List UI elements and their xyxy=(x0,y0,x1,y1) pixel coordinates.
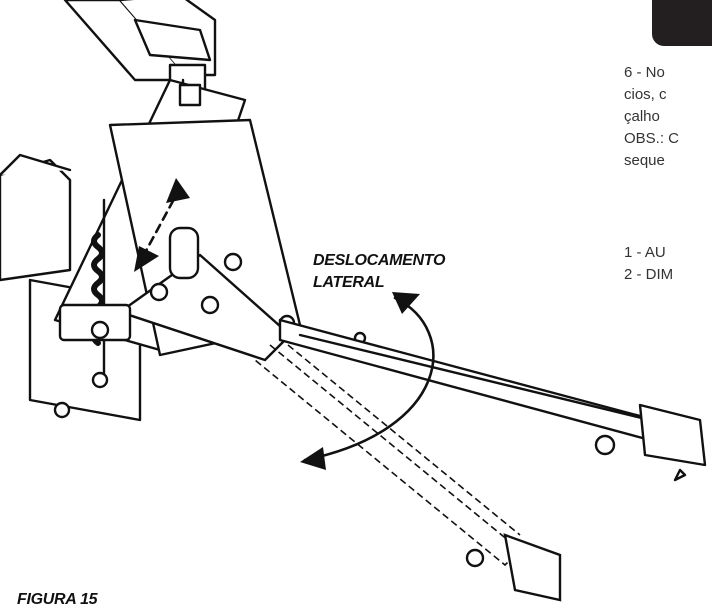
clevis xyxy=(638,403,707,467)
list-item-2: 2 - DIM xyxy=(624,266,674,283)
paragraph-line-5: seque xyxy=(624,152,665,169)
motion-label-line2: LATERAL xyxy=(313,274,385,291)
motion-label-line1: DESLOCAMENTO xyxy=(313,252,446,269)
bolt xyxy=(149,282,169,302)
drawbar xyxy=(278,318,657,442)
paragraph-line-2: cios, c xyxy=(624,86,667,103)
lateral-displacement-label: DESLOCAMENTO LATERAL xyxy=(313,250,445,294)
list-item-1: 1 - AU xyxy=(624,244,666,261)
paragraph-line-4: OBS.: C xyxy=(624,130,680,147)
paragraph-line-1: 6 - No xyxy=(624,64,665,81)
section-header-tab xyxy=(652,0,712,46)
paragraph-line-3: çalho xyxy=(624,108,660,125)
lateral-motion-arrow xyxy=(303,296,435,462)
frame-beam-left xyxy=(0,158,72,282)
lug xyxy=(168,226,200,280)
figure-caption: FIGURA 15 xyxy=(17,591,98,608)
